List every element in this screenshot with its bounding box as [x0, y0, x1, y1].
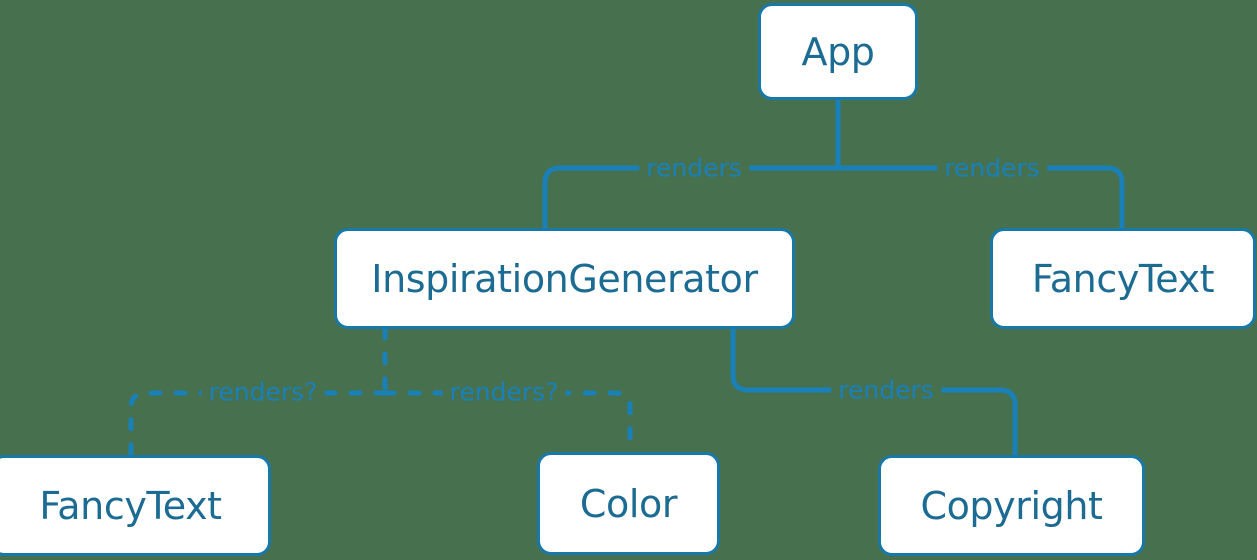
edge-label-app-fancytext: renders — [937, 153, 1047, 183]
node-color[interactable]: Color — [537, 452, 720, 555]
edge-app-fancytext — [835, 165, 1125, 231]
edge-inspirationgenerator-color-dashed — [382, 390, 633, 455]
node-fancytext-right-label: FancyText — [1031, 256, 1215, 301]
edge-inspirationgenerator-fancytext-dashed — [128, 390, 388, 458]
node-copyright[interactable]: Copyright — [878, 455, 1145, 556]
node-color-label: Color — [579, 481, 678, 526]
edge-label-inspirationgenerator-color: renders? — [442, 377, 566, 407]
node-inspirationgenerator[interactable]: InspirationGenerator — [334, 228, 795, 329]
edge-label-inspirationgenerator-fancytext: renders? — [201, 377, 325, 407]
node-copyright-label: Copyright — [920, 483, 1103, 528]
node-app-label: App — [801, 29, 875, 74]
node-fancytext-bottom-label: FancyText — [39, 483, 222, 528]
node-inspirationgenerator-label: InspirationGenerator — [371, 256, 758, 301]
edge-label-inspirationgenerator-copyright: renders — [831, 375, 941, 405]
node-fancytext-bottom[interactable]: FancyText — [0, 455, 271, 556]
edge-label-app-inspirationgenerator: renders — [639, 153, 749, 183]
edge-app-inspirationgenerator — [542, 165, 841, 231]
node-app[interactable]: App — [758, 3, 918, 100]
node-fancytext-right[interactable]: FancyText — [990, 228, 1256, 329]
